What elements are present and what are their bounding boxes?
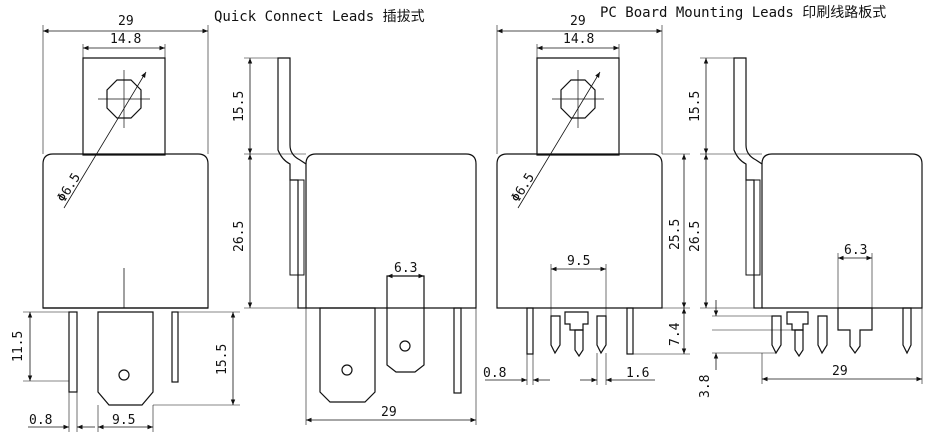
caption-pcb-mount: PC Board Mounting Leads 印刷线路板式 — [600, 5, 886, 21]
dim-hole-phi-a: Φ6.5 — [55, 171, 84, 206]
pcb-side-view — [733, 57, 923, 358]
dim-width-29-c: 29 — [570, 14, 586, 29]
lead-right — [171, 311, 179, 383]
dim-width-29-d: 29 — [832, 364, 848, 379]
dim-bracket-14-8-b: 14.8 — [563, 32, 594, 47]
dim-tab-6-3-b: 6.3 — [844, 243, 867, 258]
dim-width-29-a: 29 — [118, 14, 134, 29]
dim-pin-3-8: 3.8 — [698, 375, 713, 398]
mounting-hole-right — [560, 79, 596, 119]
dim-body-h-26-5-b: 26.5 — [688, 221, 703, 252]
quick-connect-front-view — [42, 57, 209, 406]
dim-bracket-h-15-5-a: 15.5 — [232, 91, 247, 122]
dim-bracket-h-15-5-b: 15.5 — [688, 91, 703, 122]
pcb-front-view — [496, 57, 663, 358]
dim-spacing-9-5-a: 9.5 — [112, 413, 135, 428]
dim-body-h-25-5: 25.5 — [668, 219, 683, 250]
quick-tab-side — [319, 307, 376, 403]
dim-width-29-b: 29 — [381, 405, 397, 420]
quick-tab-center — [97, 311, 154, 406]
dim-pin-0-8-a: 0.8 — [29, 413, 52, 428]
dim-lead-15-5: 15.5 — [215, 344, 230, 375]
caption-quick-connect: Quick Connect Leads 插拔式 — [214, 9, 425, 25]
dim-pin-0-8-b: 0.8 — [483, 366, 506, 381]
lead-left — [68, 311, 78, 393]
dim-lead-11-5: 11.5 — [11, 331, 26, 362]
dim-pin-1-6: 1.6 — [626, 366, 649, 381]
quick-tab-6-3 — [386, 275, 425, 373]
dim-hole-phi-b: Φ6.5 — [509, 171, 538, 206]
dim-spacing-9-5-b: 9.5 — [567, 254, 590, 269]
quick-connect-side-view — [244, 57, 477, 403]
relay-body-side — [305, 153, 477, 309]
relay-body-left — [42, 153, 209, 309]
dim-bracket-14-8-a: 14.8 — [110, 32, 141, 47]
dim-body-h-26-5-a: 26.5 — [232, 221, 247, 252]
dim-tab-6-3-a: 6.3 — [394, 261, 417, 276]
dim-pin-7-4: 7.4 — [668, 322, 683, 346]
mounting-hole-left — [106, 79, 142, 119]
lead-side-right — [453, 307, 462, 394]
